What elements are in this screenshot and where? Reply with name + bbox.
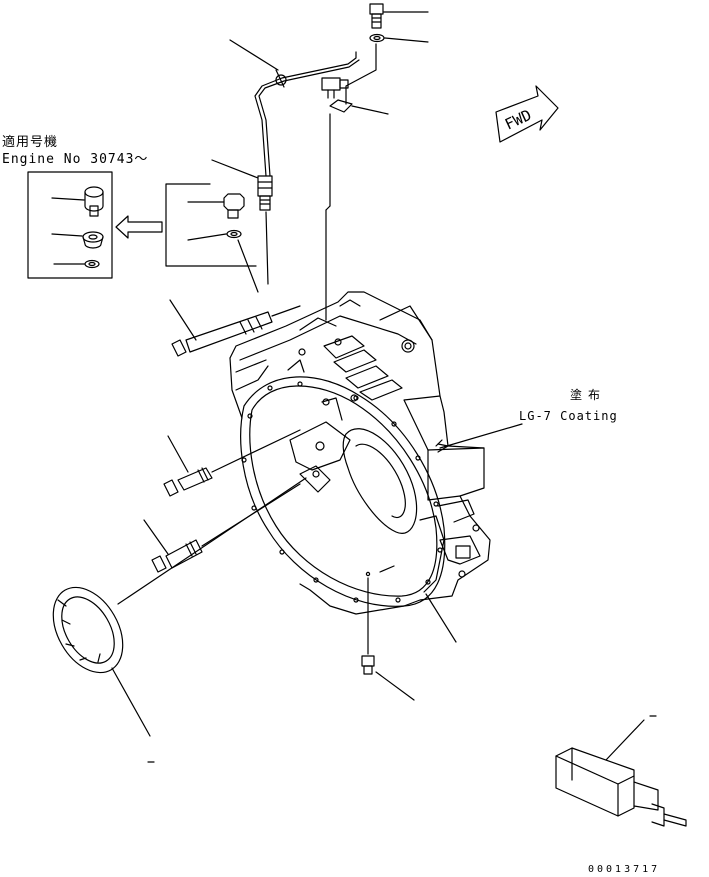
inset-box-current <box>165 183 259 293</box>
fwd-arrow-icon: FWD <box>495 85 559 143</box>
drawing-number: 00013717 <box>588 864 661 875</box>
housing-flange <box>240 376 446 607</box>
coating-note-en: LG-7 Coating <box>519 409 618 423</box>
housing-leader <box>425 593 457 643</box>
coating-note-jp: 塗布 <box>570 388 607 402</box>
mounting-bolt-middle <box>163 429 301 497</box>
fwd-label: FWD <box>502 106 534 134</box>
speed-sensor <box>211 159 273 211</box>
sensor-leaders <box>265 113 331 321</box>
coating-leader <box>437 423 523 453</box>
mounting-bolt-upper <box>169 299 301 357</box>
sensor-harness <box>229 39 377 177</box>
inset-box-applicable <box>27 171 113 279</box>
harness-clamp <box>329 99 389 115</box>
applicability-note-jp: 適用号機 <box>2 135 59 150</box>
replacement-arrow-icon <box>115 215 163 239</box>
oil-seal <box>52 477 307 737</box>
flywheel-housing <box>229 291 491 615</box>
drain-plug <box>361 571 415 701</box>
applicability-note-en: Engine No 30743～ <box>2 152 149 167</box>
top-washer <box>369 33 429 43</box>
tool-shaft <box>555 715 687 827</box>
top-bolt <box>369 3 429 29</box>
